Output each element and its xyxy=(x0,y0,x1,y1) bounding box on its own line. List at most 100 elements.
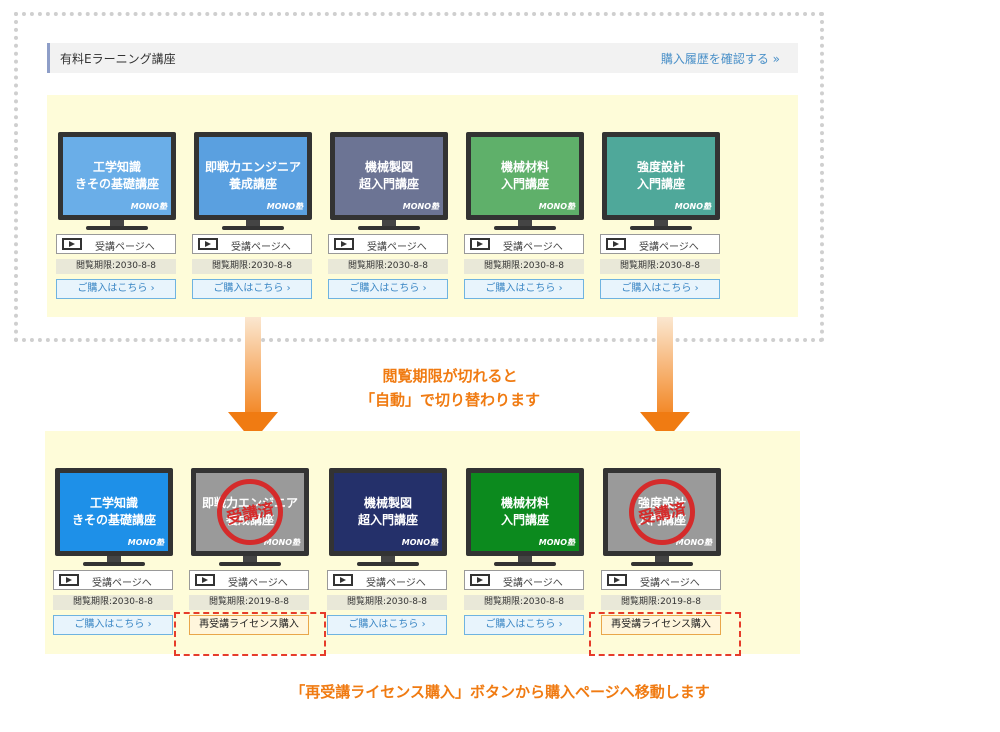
expiry-date: 閲覧期限:2030-8-8 xyxy=(56,259,176,274)
purchase-button[interactable]: ご購入はこちら › xyxy=(600,279,720,299)
purchase-button[interactable]: ご購入はこちら › xyxy=(464,615,584,635)
expiry-date: 閲覧期限:2030-8-8 xyxy=(192,259,312,274)
course-page-button[interactable]: 受講ページへ xyxy=(56,234,176,254)
section-header: 有料Eラーニング講座 購入履歴を確認する » xyxy=(47,43,798,73)
section-title: 有料Eラーニング講座 xyxy=(60,52,176,66)
purchase-button[interactable]: ご購入はこちら › xyxy=(53,615,173,635)
rebuy-license-button[interactable]: 再受講ライセンス購入 xyxy=(601,615,721,635)
video-icon xyxy=(334,238,354,250)
video-icon xyxy=(470,238,490,250)
course-thumbnail-screen: 機械製図 超入門講座 MONO塾 xyxy=(335,137,443,215)
tv-base xyxy=(86,226,148,230)
video-icon xyxy=(198,238,218,250)
mono-juku-logo: MONO塾 xyxy=(675,538,712,547)
expiry-date: 閲覧期限:2030-8-8 xyxy=(327,595,447,610)
course-title: 機械製図 超入門講座 xyxy=(358,160,419,191)
purchase-button[interactable]: ご購入はこちら › xyxy=(56,279,176,299)
purchase-button[interactable]: ご購入はこちら › xyxy=(192,279,312,299)
completed-stamp-label: 受講済 xyxy=(636,499,688,528)
course-page-label: 受講ページへ xyxy=(92,578,152,589)
course-title: 即戦力エンジニア 養成講座 xyxy=(204,160,301,191)
tv-base xyxy=(494,562,556,566)
course-page-button[interactable]: 受講ページへ xyxy=(328,234,448,254)
video-icon xyxy=(606,238,626,250)
switch-note-line1: 閲覧期限が切れると xyxy=(382,367,518,385)
rebuy-highlight xyxy=(589,612,741,656)
tv-thumbnail: 工学知識 きその基礎講座 MONO塾 xyxy=(55,468,173,556)
course-page-button[interactable]: 受講ページへ xyxy=(464,234,584,254)
tv-base xyxy=(222,226,284,230)
mono-juku-logo: MONO塾 xyxy=(130,202,167,211)
purchase-button[interactable]: ご購入はこちら › xyxy=(328,279,448,299)
video-icon xyxy=(333,574,353,586)
course-title: 工学知識 きその基礎講座 xyxy=(71,496,156,527)
tv-stand xyxy=(518,556,532,562)
course-page-button[interactable]: 受講ページへ xyxy=(464,570,584,590)
purchase-history-link[interactable]: 購入履歴を確認する » xyxy=(660,52,780,66)
tv-stand xyxy=(243,556,257,562)
course-page-label: 受講ページへ xyxy=(640,578,700,589)
video-icon xyxy=(59,574,79,586)
before-section-frame xyxy=(14,12,824,342)
course-page-label: 受講ページへ xyxy=(95,242,155,253)
tv-thumbnail: 機械製図 超入門講座 MONO塾 xyxy=(329,468,447,556)
switch-note-line2: 「自動」で切り替わります xyxy=(359,391,540,409)
video-icon xyxy=(62,238,82,250)
course-thumbnail-screen: 工学知識 きその基礎講座 MONO塾 xyxy=(60,473,168,551)
course-page-button[interactable]: 受講ページへ xyxy=(600,234,720,254)
mono-juku-logo: MONO塾 xyxy=(401,538,438,547)
expiry-date: 閲覧期限:2030-8-8 xyxy=(600,259,720,274)
course-page-label: 受講ページへ xyxy=(367,242,427,253)
tv-base xyxy=(219,562,281,566)
rebuy-highlight xyxy=(174,612,326,656)
tv-stand xyxy=(246,220,260,226)
purchase-button[interactable]: ご購入はこちら › xyxy=(464,279,584,299)
course-page-label: 受講ページへ xyxy=(639,242,699,253)
video-icon xyxy=(470,574,490,586)
course-page-button[interactable]: 受講ページへ xyxy=(601,570,721,590)
mono-juku-logo: MONO塾 xyxy=(674,202,711,211)
expiry-date: 閲覧期限:2030-8-8 xyxy=(464,259,584,274)
course-page-label: 受講ページへ xyxy=(231,242,291,253)
course-thumbnail-screen: 機械製図 超入門講座 MONO塾 xyxy=(334,473,442,551)
video-icon xyxy=(195,574,215,586)
mono-juku-logo: MONO塾 xyxy=(127,538,164,547)
rebuy-note: 「再受講ライセンス購入」ボタンから購入ページへ移動します xyxy=(290,683,710,701)
course-page-button[interactable]: 受講ページへ xyxy=(53,570,173,590)
video-icon xyxy=(607,574,627,586)
mono-juku-logo: MONO塾 xyxy=(402,202,439,211)
course-title: 機械製図 超入門講座 xyxy=(357,496,418,527)
course-page-label: 受講ページへ xyxy=(228,578,288,589)
course-title: 機械材料 入門講座 xyxy=(500,160,549,191)
purchase-button[interactable]: ご購入はこちら › xyxy=(327,615,447,635)
course-page-button[interactable]: 受講ページへ xyxy=(189,570,309,590)
course-page-button[interactable]: 受講ページへ xyxy=(327,570,447,590)
expiry-date: 閲覧期限:2030-8-8 xyxy=(464,595,584,610)
course-page-button[interactable]: 受講ページへ xyxy=(192,234,312,254)
mono-juku-logo: MONO塾 xyxy=(263,538,300,547)
completed-stamp: 受講済 xyxy=(217,479,283,545)
tv-base xyxy=(83,562,145,566)
expiry-date: 閲覧期限:2019-8-8 xyxy=(189,595,309,610)
course-thumbnail-screen: 即戦力エンジニア 養成講座 MONO塾 xyxy=(199,137,307,215)
mono-juku-logo: MONO塾 xyxy=(266,202,303,211)
tv-base xyxy=(631,562,693,566)
tv-stand xyxy=(518,220,532,226)
rebuy-license-button[interactable]: 再受講ライセンス購入 xyxy=(189,615,309,635)
tv-base xyxy=(494,226,556,230)
tv-stand xyxy=(382,220,396,226)
